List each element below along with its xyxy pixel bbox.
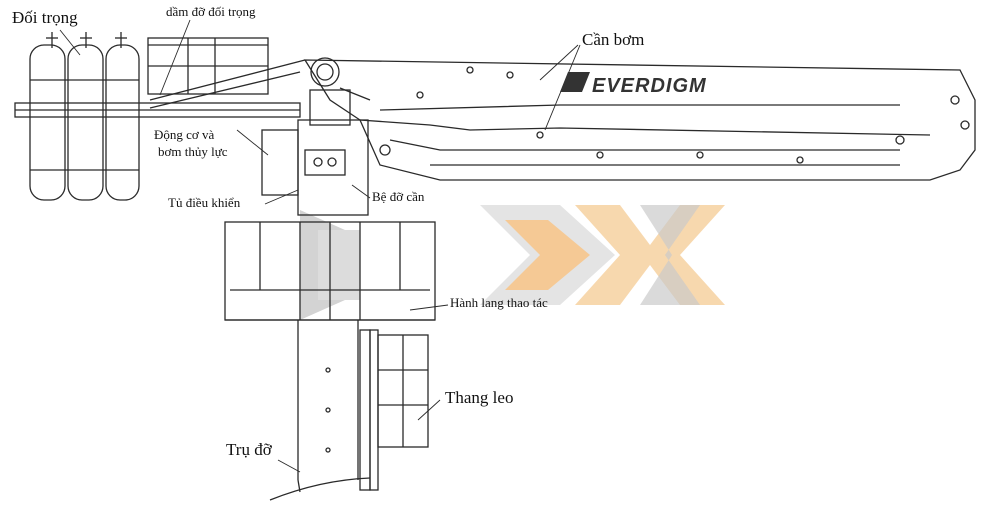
support-column — [269, 320, 371, 501]
label-support-column: Trụ đỡ — [226, 440, 272, 459]
counterweight-blocks — [29, 32, 140, 201]
watermark-logo — [300, 205, 725, 320]
brand-text: EVERDIGM — [592, 75, 707, 97]
label-counterweight: Đối trọng — [12, 8, 78, 27]
label-ladder: Thang leo — [445, 388, 514, 407]
label-engine-line2: bơm thủy lực — [158, 144, 228, 159]
label-engine-line1: Động cơ và — [154, 127, 215, 142]
operating-walkway — [224, 221, 436, 321]
brand-logo: EVERDIGM — [560, 72, 707, 97]
label-boom: Cần bơm — [582, 30, 645, 49]
label-boom-base: Bệ đỡ cần — [372, 189, 425, 204]
counterweight-beam — [14, 102, 301, 118]
label-counterweight-beam: dầm đỡ đối trọng — [166, 4, 256, 19]
label-walkway: Hành lang thao tác — [450, 295, 548, 310]
ladder — [359, 329, 429, 491]
tower-head — [261, 87, 371, 216]
label-control-cabinet: Tủ điều khiển — [168, 195, 241, 210]
